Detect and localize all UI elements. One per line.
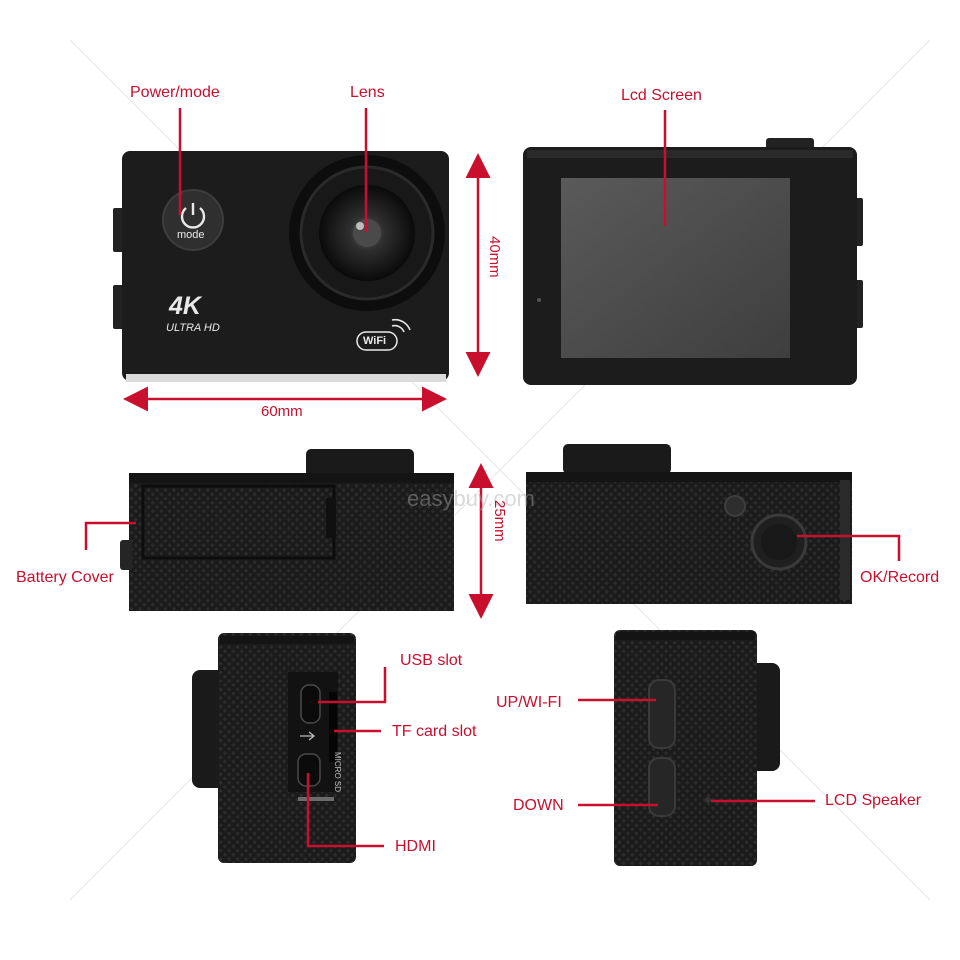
top-view-left [120,449,454,611]
side-view-right [614,630,780,866]
callout-lines [84,108,901,848]
down-button [648,757,676,817]
resolution-text: 4K [169,292,201,320]
label-tf-card-slot: TF card slot [392,723,477,740]
micro-sd-text: MICRO SD [333,752,342,792]
callout-ok-record [797,534,901,561]
label-lens: Lens [350,84,385,101]
tf-card-slot [329,692,337,762]
watermark-text: easybuy.com [407,486,535,511]
usb-port [300,684,321,724]
label-lcd-screen: Lcd Screen [621,87,702,104]
resolution-sub-text: ULTRA HD [166,322,220,334]
label-battery-cover: Battery Cover [16,569,114,586]
callout-battery-cover [84,521,136,550]
label-down: DOWN [513,797,564,814]
wifi-text: WiFi [363,335,387,347]
dimension-height: 40mm [486,236,503,278]
label-usb-slot: USB slot [400,652,463,669]
up-wifi-button [648,679,676,749]
label-hdmi: HDMI [395,838,436,855]
mode-text: mode [177,229,205,241]
dimension-depth: 25mm [491,500,508,542]
side-view-left [192,633,356,863]
power-mode-button [162,189,224,251]
dimension-width: 60mm [261,403,303,420]
label-ok-record: OK/Record [860,569,940,586]
top-view-right [526,444,852,604]
battery-cover [141,484,336,560]
lcd-screen [561,178,790,358]
back-view [523,138,863,385]
label-up-wifi: UP/WI-FI [496,694,562,711]
front-view [113,151,449,382]
label-power-mode: Power/mode [130,84,220,101]
callout-hdmi [306,773,384,848]
callout-usb-slot [318,667,387,704]
label-lcd-speaker: LCD Speaker [825,792,922,809]
